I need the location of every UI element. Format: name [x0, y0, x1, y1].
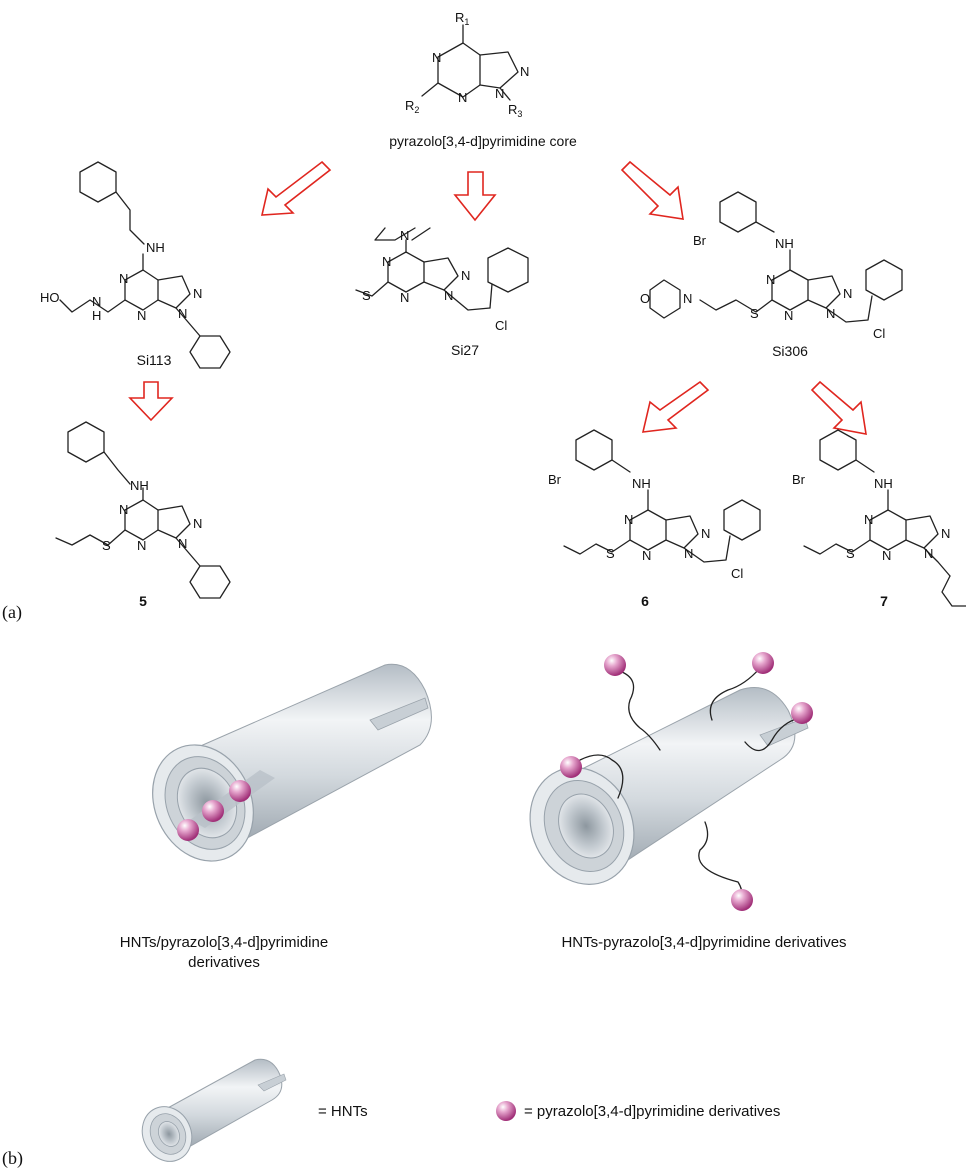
- c5-s: S: [102, 538, 111, 553]
- c5-n4: N: [178, 536, 187, 551]
- si27-s: S: [362, 288, 371, 303]
- grafted-drug-sphere-2: [604, 654, 626, 676]
- panel-b-label: (b): [2, 1148, 23, 1169]
- loaded-drug-sphere-1: [177, 819, 199, 841]
- si27-n3: N: [461, 268, 470, 283]
- c6-s: S: [606, 546, 615, 561]
- left-tube-caption-line2: derivatives: [188, 954, 260, 971]
- core-n2: N: [458, 90, 467, 105]
- c5-nh: NH: [130, 478, 149, 493]
- c6-n3: N: [701, 526, 710, 541]
- hnt-grafted-tube-illustration: [529, 687, 809, 885]
- legend-sphere-label: = pyrazolo[3,4-d]pyrimidine derivatives: [524, 1103, 780, 1120]
- si306-br: Br: [693, 233, 707, 248]
- legend-hnt-tube-icon: [141, 1058, 287, 1162]
- core-caption: pyrazolo[3,4-d]pyrimidine core: [389, 133, 577, 149]
- si306-morpholine-n: N: [683, 291, 692, 306]
- c6-cl: Cl: [731, 566, 743, 581]
- c7-n2: N: [882, 548, 891, 563]
- si306-n3: N: [843, 286, 852, 301]
- si306-s: S: [750, 306, 759, 321]
- grafted-drug-sphere-5: [731, 889, 753, 911]
- si27-cl: Cl: [495, 318, 507, 333]
- core-r3: R3: [508, 102, 522, 119]
- si113-ho: HO: [40, 290, 60, 305]
- loaded-drug-sphere-2: [202, 800, 224, 822]
- c6-n1: N: [624, 512, 633, 527]
- grafted-drug-sphere-4: [791, 702, 813, 724]
- si306-structure: Br NH N N N N S N O Cl: [640, 191, 903, 341]
- c7-n3: N: [941, 526, 950, 541]
- c6-n4: N: [684, 546, 693, 561]
- right-tube-caption: HNTs-pyrazolo[3,4-d]pyrimidine derivativ…: [561, 934, 846, 951]
- label-compound-6: 6: [641, 593, 649, 609]
- si113-h: H: [92, 308, 101, 323]
- hnt-loaded-tube-illustration: [152, 663, 432, 862]
- pyrazolopyrimidine-core-structure: R1 R2 R3 N N N N: [405, 10, 529, 119]
- c7-br: Br: [792, 472, 806, 487]
- si113-structure: NH N N N N N H HO: [40, 161, 231, 369]
- c5-n1: N: [119, 502, 128, 517]
- grafted-drug-sphere-1: [560, 756, 582, 778]
- c7-nh: NH: [874, 476, 893, 491]
- left-tube-caption-line1: HNTs/pyrazolo[3,4-d]pyrimidine: [120, 934, 328, 951]
- si113-n4: N: [178, 306, 187, 321]
- arrow-to-7: [810, 380, 867, 435]
- si306-nh: NH: [775, 236, 794, 251]
- c7-s: S: [846, 546, 855, 561]
- compound-7-structure: Br NH N N N N S: [792, 429, 966, 607]
- arrow-to-si306: [620, 160, 684, 220]
- label-compound-7: 7: [880, 593, 888, 609]
- core-n3: N: [520, 64, 529, 79]
- grafted-linkers: [579, 667, 801, 896]
- si306-morpholine-o: O: [640, 291, 650, 306]
- si306-n2: N: [784, 308, 793, 323]
- c5-n2: N: [137, 538, 146, 553]
- core-r1: R1: [455, 10, 469, 27]
- c6-br: Br: [548, 472, 562, 487]
- c7-n4: N: [924, 546, 933, 561]
- c5-n3: N: [193, 516, 202, 531]
- grafted-drug-sphere-3: [752, 652, 774, 674]
- arrow-to-6: [641, 380, 710, 433]
- label-si27: Si27: [451, 342, 479, 358]
- c6-nh: NH: [632, 476, 651, 491]
- si27-n-amine: N: [400, 228, 409, 243]
- si27-structure: N N N N N S Cl: [355, 227, 529, 333]
- compound-6-structure: Br NH N N N N S Cl: [548, 429, 761, 581]
- arrow-to-5: [128, 381, 174, 422]
- si113-n5: N: [92, 294, 101, 309]
- legend-sphere-icon: [496, 1101, 516, 1121]
- label-si113: Si113: [137, 352, 172, 368]
- compound-5-structure: NH N N N N S: [55, 421, 231, 599]
- si27-n1: N: [382, 254, 391, 269]
- arrow-to-si27: [453, 171, 497, 222]
- si113-n3: N: [193, 286, 202, 301]
- label-si306: Si306: [772, 343, 808, 359]
- c6-n2: N: [642, 548, 651, 563]
- label-compound-5: 5: [139, 593, 147, 609]
- arrow-to-si113: [260, 160, 332, 216]
- si27-n4: N: [444, 288, 453, 303]
- panel-a-label: (a): [2, 602, 22, 623]
- si306-n4: N: [826, 306, 835, 321]
- si306-n1: N: [766, 272, 775, 287]
- core-r2: R2: [405, 98, 419, 115]
- core-n4: N: [495, 86, 504, 101]
- si113-n2: N: [137, 308, 146, 323]
- si113-nh: NH: [146, 240, 165, 255]
- loaded-drug-sphere-3: [229, 780, 251, 802]
- si306-cl: Cl: [873, 326, 885, 341]
- si113-n1: N: [119, 271, 128, 286]
- core-n1: N: [432, 50, 441, 65]
- c7-n1: N: [864, 512, 873, 527]
- si27-n2: N: [400, 290, 409, 305]
- legend-hnt-label: = HNTs: [318, 1103, 368, 1120]
